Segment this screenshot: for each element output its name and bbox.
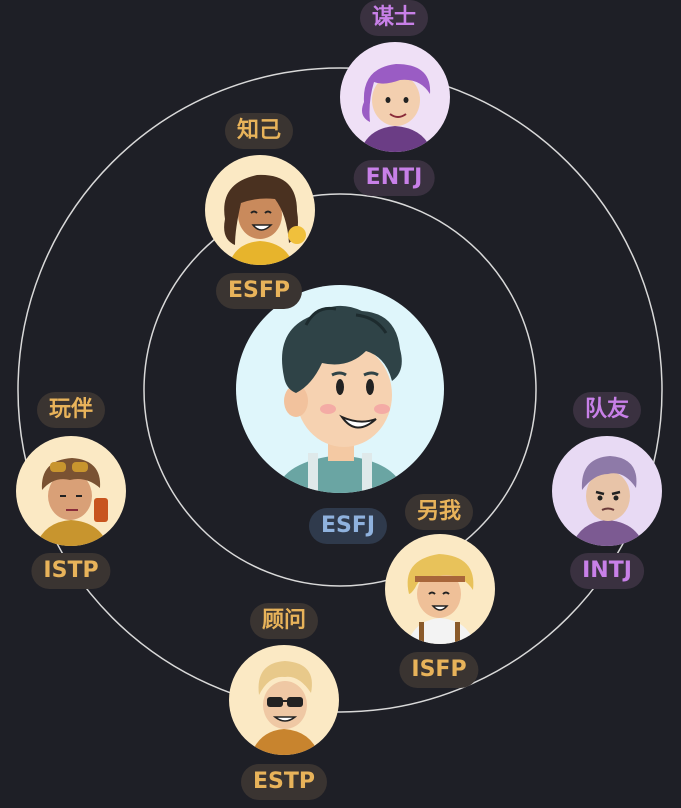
gray-haired-man-portrait bbox=[552, 436, 662, 546]
sunglasses-man-portrait bbox=[229, 645, 339, 755]
avatar-playmate[interactable] bbox=[16, 436, 126, 546]
center-avatar[interactable] bbox=[236, 285, 444, 493]
avatar-confidant[interactable] bbox=[205, 155, 315, 265]
type-label-confidant: ESFP bbox=[215, 273, 303, 309]
role-label-playmate: 玩伴 bbox=[36, 392, 106, 428]
type-label-strategist: ENTJ bbox=[353, 160, 435, 196]
role-label-advisor: 顾问 bbox=[249, 603, 319, 639]
inner-orbit bbox=[143, 193, 537, 587]
curly-haired-woman-portrait bbox=[205, 155, 315, 265]
goggles-boy-portrait bbox=[16, 436, 126, 546]
type-label-advisor: ESTP bbox=[240, 764, 328, 800]
type-label-playmate: ISTP bbox=[31, 553, 111, 589]
avatar-advisor[interactable] bbox=[229, 645, 339, 755]
purple-haired-woman-portrait bbox=[340, 42, 450, 152]
role-label-confidant: 知己 bbox=[224, 113, 294, 149]
center-type-label: ESFJ bbox=[308, 508, 388, 544]
role-label-teammate: 队友 bbox=[572, 392, 642, 428]
role-label-strategist: 谋士 bbox=[359, 0, 429, 36]
role-label-alter-ego: 另我 bbox=[404, 494, 474, 530]
blond-artist-portrait bbox=[385, 534, 495, 644]
avatar-strategist[interactable] bbox=[340, 42, 450, 152]
avatar-alter-ego[interactable] bbox=[385, 534, 495, 644]
avatar-teammate[interactable] bbox=[552, 436, 662, 546]
type-label-alter-ego: ISFP bbox=[399, 652, 479, 688]
outer-orbit bbox=[17, 67, 663, 713]
type-label-teammate: INTJ bbox=[570, 553, 644, 589]
dark-haired-boy-portrait bbox=[236, 285, 444, 493]
